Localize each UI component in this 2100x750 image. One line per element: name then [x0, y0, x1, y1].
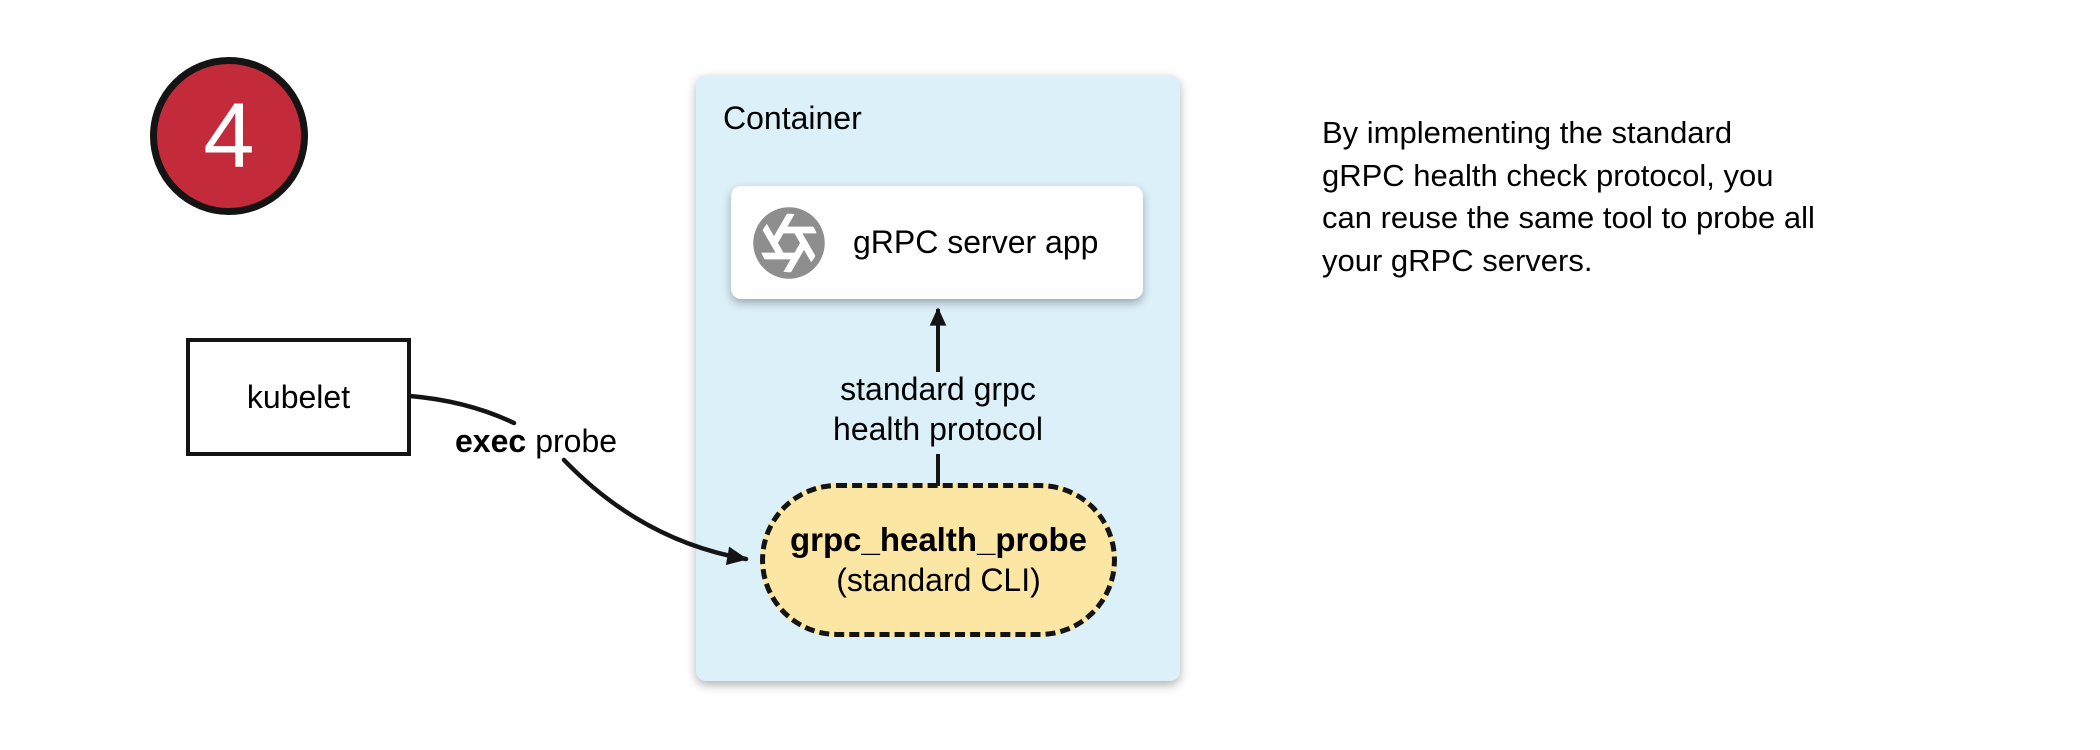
exec-probe-label-bold: exec	[455, 423, 527, 459]
health-protocol-label: standard grpc health protocol	[696, 369, 1180, 449]
step-number: 4	[203, 84, 255, 187]
annotation-line: gRPC health check protocol, you	[1322, 157, 1774, 193]
annotation-line: can reuse the same tool to probe all	[1322, 200, 1815, 235]
grpc-server-app-node: gRPC server app	[731, 186, 1143, 299]
aperture-icon	[750, 204, 828, 282]
health-protocol-label-line2: health protocol	[833, 411, 1043, 447]
container-title: Container	[723, 100, 862, 136]
grpc-health-probe-subtitle: (standard CLI)	[836, 562, 1041, 598]
container-group: Container gRPC server app standard	[696, 75, 1180, 681]
grpc-health-probe-node: grpc_health_probe (standard CLI)	[760, 483, 1117, 637]
exec-probe-label-regular: probe	[535, 423, 618, 459]
health-protocol-label-line1: standard grpc	[840, 371, 1036, 407]
annotation-line: your gRPC servers.	[1322, 242, 1593, 278]
annotation-line: By implementing the standard	[1322, 115, 1733, 150]
grpc-health-probe-name: grpc_health_probe	[789, 521, 1088, 558]
kubelet-node: kubelet	[186, 338, 411, 456]
step-number-badge: 4	[150, 57, 308, 215]
grpc-server-app-label: gRPC server app	[853, 224, 1099, 260]
exec-probe-arrow-segment-1	[407, 393, 517, 426]
annotation-paragraph: By implementing the standard gRPC health…	[1322, 112, 1815, 282]
kubelet-label: kubelet	[246, 378, 351, 415]
